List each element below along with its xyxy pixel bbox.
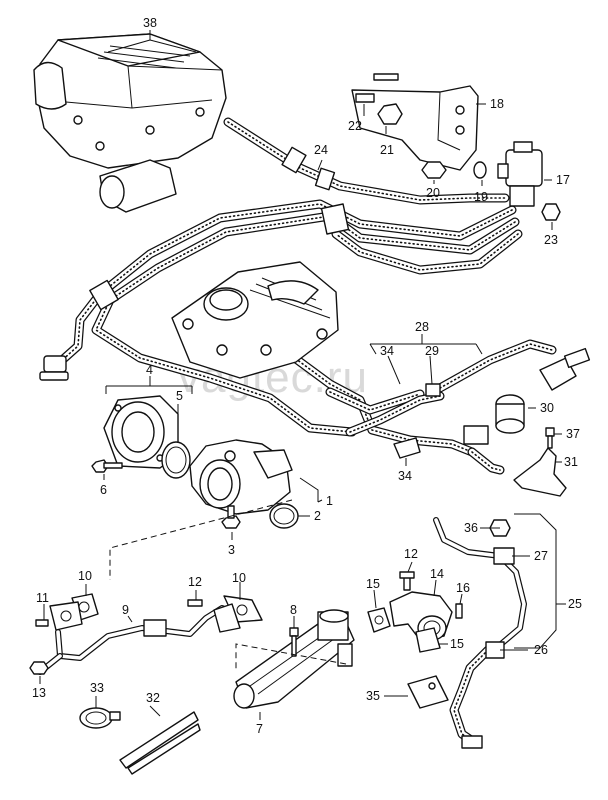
callout-29: 29 [425, 344, 439, 358]
clip-34 [393, 437, 421, 459]
nut-20 [421, 161, 447, 179]
callout-16: 16 [456, 581, 470, 595]
end-plug [539, 347, 591, 391]
callout-21: 21 [380, 143, 394, 157]
callout-12a: 12 [188, 575, 202, 589]
callout-11: 11 [36, 591, 49, 605]
callout-32: 32 [146, 691, 160, 705]
air-filter-housing [33, 33, 227, 213]
callout-15b: 15 [450, 637, 464, 651]
gasket-5 [161, 441, 191, 479]
vacuum-unit-30 [495, 394, 525, 434]
connector-29 [425, 383, 441, 397]
callout-7: 7 [256, 722, 263, 736]
callout-25: 25 [568, 597, 582, 611]
bolt-6 [91, 459, 123, 473]
vacuum-cap [39, 355, 69, 381]
callout-12b: 12 [404, 547, 418, 561]
callout-18: 18 [490, 97, 504, 111]
callout-19: 19 [474, 190, 488, 204]
callout-27: 27 [534, 549, 548, 563]
solenoid-valve-17 [497, 141, 543, 207]
callout-34a: 34 [380, 344, 394, 358]
callout-10b: 10 [232, 571, 246, 585]
callout-5: 5 [176, 389, 183, 403]
callout-1: 1 [326, 494, 333, 508]
bracket-31 [513, 447, 567, 497]
bolt-16 [455, 603, 463, 619]
callout-2: 2 [314, 509, 321, 523]
callout-30: 30 [540, 401, 554, 415]
callout-23: 23 [544, 233, 558, 247]
heat-shield-35 [407, 675, 449, 709]
callout-20: 20 [426, 186, 440, 200]
gasket-15a [367, 607, 391, 633]
hose-end-26 [461, 735, 483, 749]
callout-22: 22 [348, 119, 362, 133]
engine-cover [171, 261, 339, 379]
bolt-12a [187, 599, 203, 607]
callout-10a: 10 [78, 569, 92, 583]
nut-21 [377, 103, 403, 125]
bolt-11 [35, 619, 49, 627]
callout-28: 28 [415, 320, 429, 334]
grommet-19 [473, 161, 487, 179]
bolt-22 [355, 73, 399, 103]
callout-15a: 15 [366, 577, 380, 591]
egr-valve-housing-1 [189, 439, 293, 515]
callout-24: 24 [314, 143, 328, 157]
hose-clamps [89, 146, 489, 445]
seal-2 [269, 503, 299, 529]
callout-37: 37 [566, 427, 580, 441]
callout-35: 35 [366, 689, 380, 703]
callout-34b: 34 [398, 469, 412, 483]
callouts: 38 18 22 21 24 17 20 19 23 28 34 29 4 5 … [32, 16, 582, 736]
gasket-15b [415, 627, 441, 653]
callout-6: 6 [100, 483, 107, 497]
hose-clamp-33 [79, 707, 121, 729]
flange-pipe-end [49, 601, 241, 633]
callout-31: 31 [564, 455, 578, 469]
callout-38: 38 [143, 16, 157, 30]
callout-26: 26 [534, 643, 548, 657]
callout-8: 8 [290, 603, 297, 617]
nut-13 [29, 661, 49, 675]
bolt-3 [221, 505, 241, 529]
bolt-37 [545, 427, 555, 449]
nut-23 [541, 203, 561, 221]
callout-33: 33 [90, 681, 104, 695]
callout-14: 14 [430, 567, 444, 581]
egr-elbow-14 [389, 591, 453, 641]
throttle-body-4 [103, 395, 179, 469]
callout-17: 17 [556, 173, 570, 187]
pipe-assembly-25 [433, 517, 527, 659]
cable-tie-32 [119, 711, 201, 775]
callout-4: 4 [146, 363, 153, 377]
callout-9: 9 [122, 603, 129, 617]
callout-36: 36 [464, 521, 478, 535]
callout-3: 3 [228, 543, 235, 557]
egr-cooler-7 [233, 609, 355, 709]
leader-lines [39, 30, 566, 720]
bolt-12b [399, 571, 415, 591]
callout-13: 13 [32, 686, 46, 700]
